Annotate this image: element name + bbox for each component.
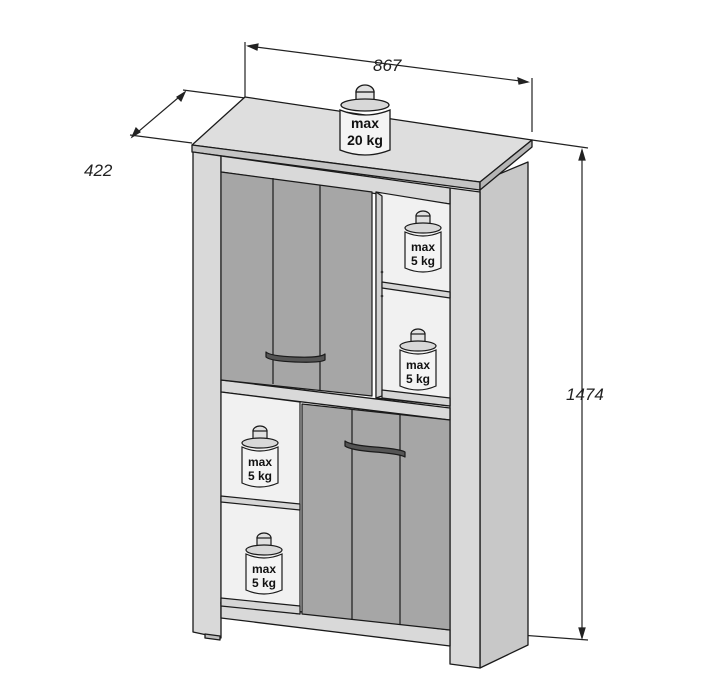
width-dimension xyxy=(244,42,533,132)
weight-icon-upper-bottom xyxy=(399,328,437,391)
upper-door-handle[interactable] xyxy=(265,351,326,363)
upper-niche-floor xyxy=(381,389,451,407)
upper-shelf xyxy=(381,281,451,299)
right-side-panel xyxy=(479,161,529,669)
weight-icon-lower-shelf xyxy=(241,425,279,488)
lower-niche-floor xyxy=(220,597,301,615)
weight-label-upper-bottom-line1: max xyxy=(406,358,430,372)
weight-label-lower-shelf-line2: 5 kg xyxy=(248,469,272,483)
lower-door-handle[interactable] xyxy=(344,440,406,458)
upper-niche-side xyxy=(375,191,383,399)
right-post xyxy=(449,187,481,669)
depth-label: 422 xyxy=(84,161,113,180)
left-foot xyxy=(204,633,221,641)
width-label: 867 xyxy=(373,56,402,75)
weight-label-top-line2: 20 kg xyxy=(347,132,383,148)
weight-label-top-line1: max xyxy=(351,115,379,131)
weight-label-lower-shelf-line1: max xyxy=(248,455,272,469)
weight-icon-top xyxy=(339,84,391,156)
weight-label-lower-bottom-line2: 5 kg xyxy=(252,576,276,590)
height-dimension xyxy=(479,139,589,641)
lower-shelf xyxy=(220,495,301,511)
height-label: 1474 xyxy=(566,385,604,404)
lower-door[interactable] xyxy=(301,403,451,631)
weight-label-upper-shelf-line2: 5 kg xyxy=(411,254,435,268)
depth-dimension xyxy=(129,89,246,144)
lower-section xyxy=(220,391,451,631)
weight-icon-lower-bottom xyxy=(245,532,283,595)
weight-label-lower-bottom-line1: max xyxy=(252,562,276,576)
weight-label-upper-bottom-line2: 5 kg xyxy=(406,372,430,386)
left-post xyxy=(192,151,222,639)
top-right-edge xyxy=(479,139,533,191)
weight-icon-upper-shelf xyxy=(404,210,442,273)
upper-door[interactable] xyxy=(220,171,373,397)
weight-label-upper-shelf-line1: max xyxy=(411,240,435,254)
